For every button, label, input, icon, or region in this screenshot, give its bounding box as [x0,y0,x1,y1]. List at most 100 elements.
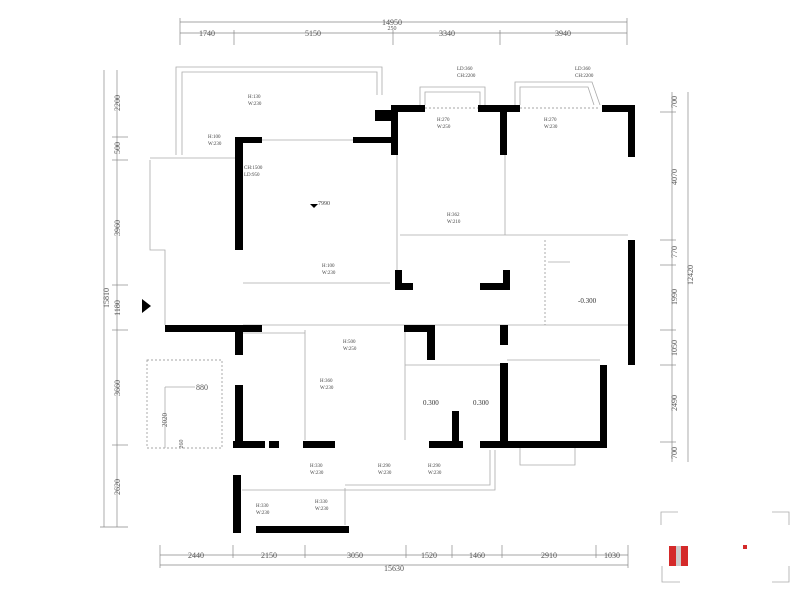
wall [427,325,435,360]
plan-line [661,566,680,583]
label-text: H:330 [310,464,323,469]
plan-line [345,450,496,491]
label-text: LD:360 [457,67,473,72]
label-text: CH:1500 [244,166,263,171]
wall [233,441,265,448]
wall [395,283,413,290]
dimension-segment: 2440 [188,551,204,560]
label-text: W:230 [320,386,334,391]
detail-box-labels: 880 2020 260 [161,383,208,449]
label-text: W:230 [322,271,336,276]
label-text: H:500 [343,340,356,345]
label-text: W:230 [428,471,442,476]
dimension-segment: 2910 [541,551,557,560]
wall [480,283,510,290]
dimension-right: 12420 700 4070 770 1990 1050 2490 700 [660,92,695,462]
dimension-segment: 500 [113,142,122,154]
ceiling-height-label: 7990 [318,201,330,207]
wall [628,240,635,365]
plan-line [519,86,595,106]
dimension-segment: 1180 [113,300,122,316]
detail-box [146,359,223,449]
label-text: W:230 [256,511,270,516]
wall [480,441,607,448]
dimension-segment: 3340 [439,29,455,38]
dimension-segment: 700 [670,447,679,459]
label-text: H:330 [256,504,269,509]
label-text: CH:2200 [575,74,594,79]
dimension-segment: 1030 [604,551,620,560]
dimension-top: 14950 1740 5150 250 3340 3940 [179,18,628,45]
label-text: H:362 [447,213,460,218]
label-text: LD:360 [575,67,591,72]
dimension-total: 14950 [382,18,402,27]
wall [500,105,520,112]
wall [500,105,507,155]
detail-height: 2020 [161,413,169,428]
label-text: H:270 [544,118,557,123]
label-text: H:330 [315,500,328,505]
wall [235,385,243,447]
floor-level-kitchen: -0.300 [578,297,597,305]
label-text: H:270 [437,118,450,123]
detail-width: 880 [196,383,208,392]
wall [628,105,635,157]
wall [404,325,429,332]
dimension-segment: 3940 [555,29,571,38]
plan-line [419,86,486,105]
detail-small: 260 [179,440,185,449]
wall [235,325,243,355]
plan-line [660,511,678,525]
thin-lines [146,66,628,525]
label-text: H:290 [428,464,441,469]
wall [375,110,397,121]
logo-icon [669,546,676,566]
wall [391,105,398,155]
wall [235,137,243,250]
floor-level-bathroom-2: 0.300 [473,399,489,407]
dimension-segment: 2620 [113,479,122,495]
floor-level-bathroom-1: 0.300 [423,399,439,407]
wall [478,105,505,112]
plan-line [181,71,378,155]
wall [256,526,349,533]
plan-line [514,81,601,106]
dimension-segment: 5150 [305,29,321,38]
label-text: H:100 [322,264,335,269]
dimension-segment: 1050 [670,340,679,356]
plan-line [175,66,383,155]
wall [233,475,241,533]
wall [500,325,508,345]
dimension-total: 12420 [686,265,695,285]
dimension-segment: 2200 [113,95,122,111]
dimension-left: 15810 2200 500 3960 1180 3660 2620 [100,70,151,528]
wall [452,411,459,445]
dimension-segment: 700 [670,96,679,108]
plan-line [772,511,790,525]
plan-line [519,445,576,466]
dimension-segment: 3660 [113,380,122,396]
label-text: W:250 [343,347,357,352]
plan-line [149,160,166,325]
label-text: LD:950 [244,173,260,178]
dimension-segment: 2490 [670,395,679,411]
wall [429,441,463,448]
logo-frame [660,511,790,583]
wall [395,270,402,290]
